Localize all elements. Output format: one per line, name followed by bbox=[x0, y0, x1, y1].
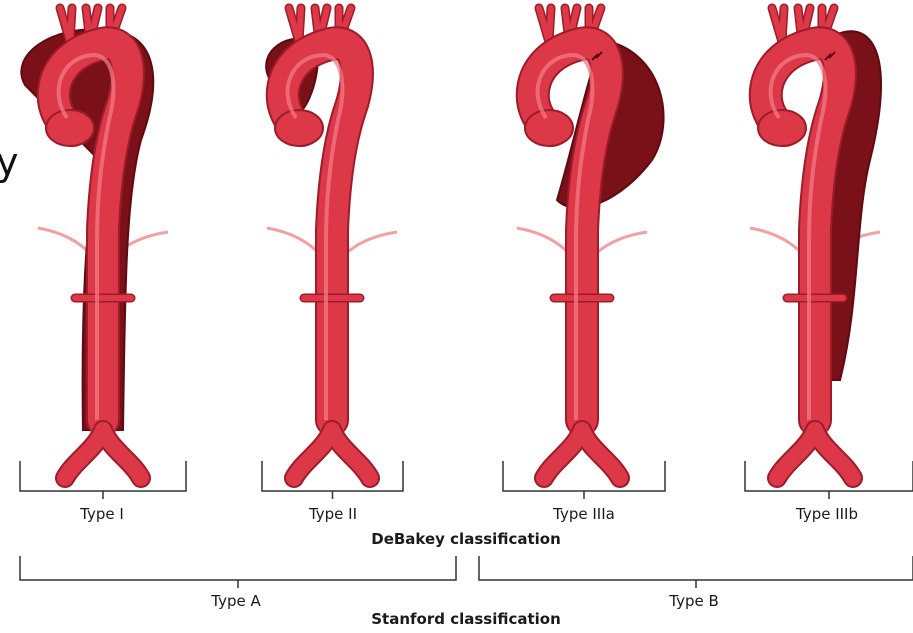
cropped-edge-text: y bbox=[0, 140, 19, 184]
label-type-iiib: Type IIIb bbox=[796, 505, 858, 523]
label-type-i: Type I bbox=[80, 505, 124, 523]
debakey-bracket-1 bbox=[20, 461, 186, 499]
stanford-classification-label: Stanford classification bbox=[371, 610, 561, 628]
debakey-bracket-3 bbox=[503, 461, 665, 499]
aorta-panel-1 bbox=[21, 8, 168, 478]
stanford-type-b-label: Type B bbox=[669, 592, 719, 610]
aorta-panel-4 bbox=[750, 8, 881, 478]
stanford-bracket-type-a bbox=[20, 556, 456, 588]
debakey-bracket-2 bbox=[262, 461, 403, 499]
debakey-classification-label: DeBakey classification bbox=[371, 530, 561, 548]
stanford-type-a-label: Type A bbox=[211, 592, 260, 610]
aorta-panel-2 bbox=[266, 8, 397, 478]
label-type-iiia: Type IIIa bbox=[553, 505, 615, 523]
stanford-bracket-type-b bbox=[479, 556, 913, 588]
label-type-ii: Type II bbox=[309, 505, 357, 523]
aorta-panel-3 bbox=[517, 8, 664, 478]
